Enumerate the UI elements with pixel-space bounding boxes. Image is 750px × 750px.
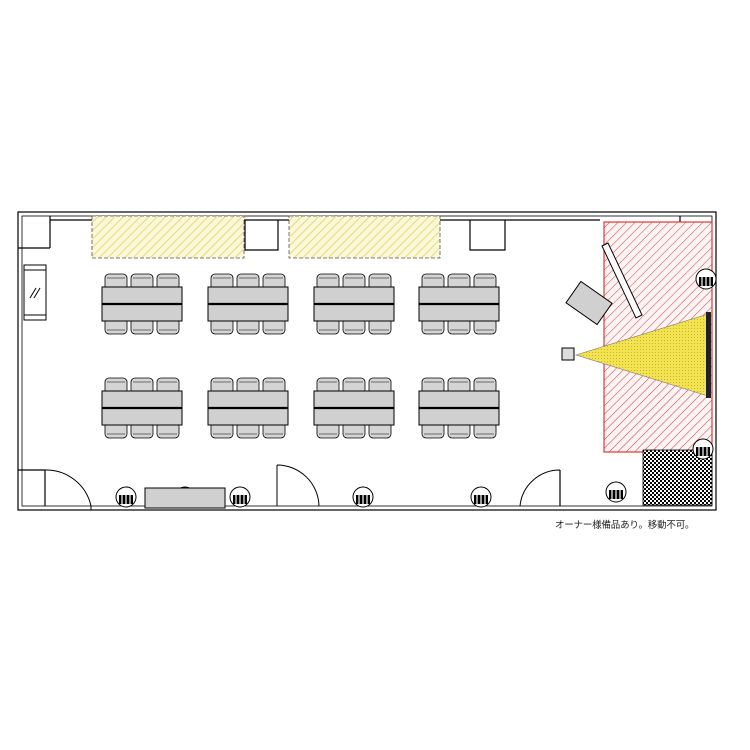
table-group xyxy=(313,377,395,439)
cabinet xyxy=(144,487,226,509)
podium xyxy=(565,280,613,326)
table-group xyxy=(101,377,183,439)
projection-screen xyxy=(706,312,711,398)
table-group xyxy=(313,273,395,335)
table-group xyxy=(207,377,289,439)
storage-area-left xyxy=(91,215,245,259)
outlet-icon xyxy=(692,438,714,460)
owner-equipment-note: オーナー様備品あり。移動不可。 xyxy=(555,520,695,531)
window-icon xyxy=(23,264,47,321)
seating-area xyxy=(101,273,500,439)
outlet-icon xyxy=(352,486,374,508)
projector-icon xyxy=(561,347,575,361)
outlet-icon xyxy=(695,268,717,290)
outlet-icon xyxy=(115,486,137,508)
outlet-icon xyxy=(605,481,627,503)
table-group xyxy=(207,273,289,335)
screen-icon xyxy=(601,242,643,319)
table-group xyxy=(418,377,500,439)
storage-area-right xyxy=(288,215,441,259)
table-group xyxy=(101,273,183,335)
outlet-icon xyxy=(229,486,251,508)
door-icon xyxy=(44,464,561,510)
outlet-icon xyxy=(470,486,492,508)
table-group xyxy=(418,273,500,335)
